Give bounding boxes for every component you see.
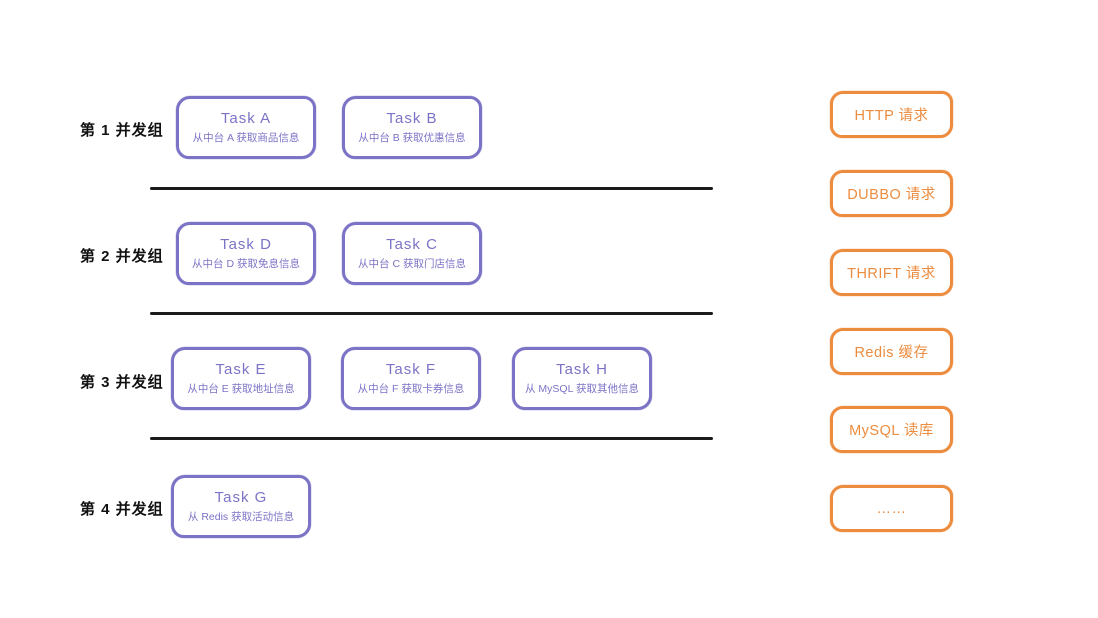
task-box-g: Task G 从 Redis 获取活动信息 xyxy=(171,475,311,538)
legend-box-thrift: THRIFT 请求 xyxy=(830,249,953,296)
task-box-h: Task H 从 MySQL 获取其他信息 xyxy=(512,347,652,410)
task-c-title: Task C xyxy=(386,236,438,253)
group-label-1: 第 1 并发组 xyxy=(80,122,164,139)
legend-label-dubbo: DUBBO 请求 xyxy=(847,187,936,203)
task-d-title: Task D xyxy=(220,236,272,253)
legend-label-ellipsis: …… xyxy=(876,500,907,517)
task-e-subtitle: 从中台 E 获取地址信息 xyxy=(187,383,295,395)
task-d-subtitle: 从中台 D 获取免息信息 xyxy=(192,258,300,270)
legend-label-thrift: THRIFT 请求 xyxy=(847,266,936,282)
task-b-subtitle: 从中台 B 获取优惠信息 xyxy=(358,132,466,144)
task-box-e: Task E 从中台 E 获取地址信息 xyxy=(171,347,311,410)
task-g-title: Task G xyxy=(214,489,268,506)
task-box-f: Task F 从中台 F 获取卡券信息 xyxy=(341,347,481,410)
legend-box-dubbo: DUBBO 请求 xyxy=(830,170,953,217)
task-b-title: Task B xyxy=(386,110,438,127)
legend-label-http: HTTP 请求 xyxy=(854,108,929,124)
group-divider-2 xyxy=(150,312,713,315)
task-e-title: Task E xyxy=(215,361,267,378)
group-label-2: 第 2 并发组 xyxy=(80,248,164,265)
task-box-a: Task A 从中台 A 获取商品信息 xyxy=(176,96,316,159)
task-h-subtitle: 从 MySQL 获取其他信息 xyxy=(525,383,639,395)
legend-label-mysql: MySQL 读库 xyxy=(849,423,934,439)
task-g-subtitle: 从 Redis 获取活动信息 xyxy=(187,511,295,523)
group-label-3: 第 3 并发组 xyxy=(80,374,164,391)
legend-label-redis: Redis 缓存 xyxy=(854,345,929,361)
task-c-subtitle: 从中台 C 获取门店信息 xyxy=(358,258,466,270)
group-divider-3 xyxy=(150,437,713,440)
task-f-subtitle: 从中台 F 获取卡券信息 xyxy=(357,383,465,395)
legend-box-mysql: MySQL 读库 xyxy=(830,406,953,453)
task-h-title: Task H xyxy=(556,361,608,378)
legend-box-http: HTTP 请求 xyxy=(830,91,953,138)
task-a-subtitle: 从中台 A 获取商品信息 xyxy=(192,132,300,144)
task-box-d: Task D 从中台 D 获取免息信息 xyxy=(176,222,316,285)
task-f-title: Task F xyxy=(385,361,437,378)
task-box-c: Task C 从中台 C 获取门店信息 xyxy=(342,222,482,285)
legend-box-ellipsis: …… xyxy=(830,485,953,532)
group-divider-1 xyxy=(150,187,713,190)
task-a-title: Task A xyxy=(220,110,272,127)
task-box-b: Task B 从中台 B 获取优惠信息 xyxy=(342,96,482,159)
legend-box-redis: Redis 缓存 xyxy=(830,328,953,375)
group-label-4: 第 4 并发组 xyxy=(80,501,164,518)
